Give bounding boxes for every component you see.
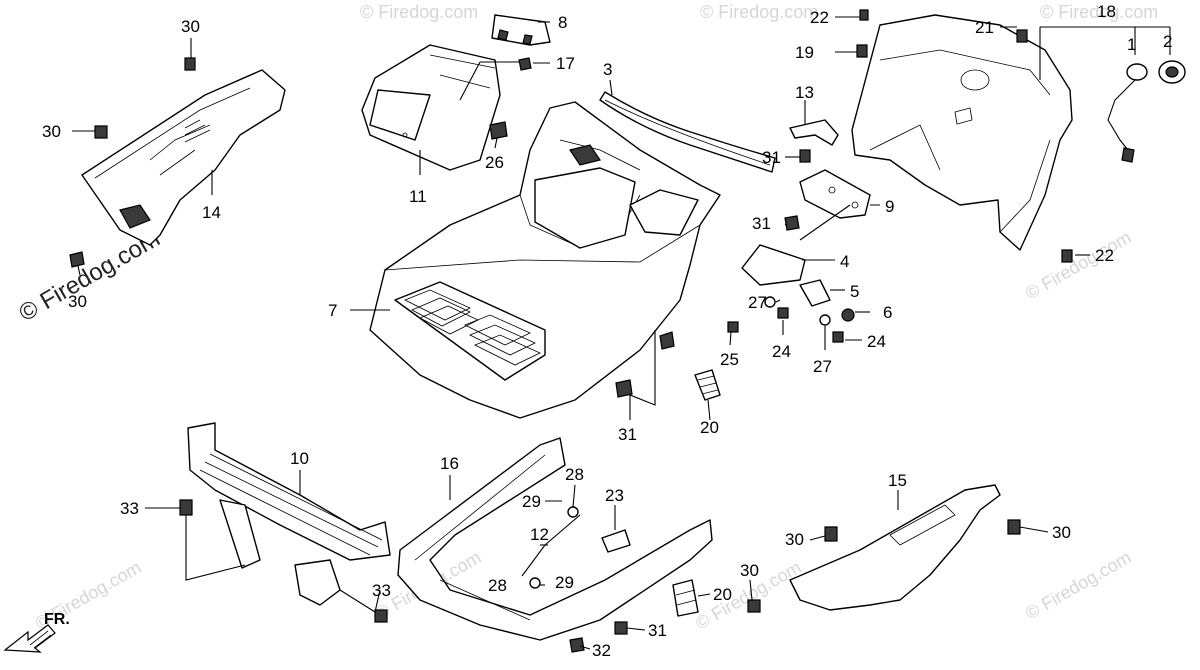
part-28-washer-a	[567, 506, 579, 518]
callout-3: 3	[603, 60, 612, 79]
callout-26: 26	[485, 153, 504, 172]
callout-17: 17	[556, 54, 575, 73]
part-14-side-cover	[81, 69, 286, 246]
callout-31: 31	[762, 148, 781, 167]
callout-33: 33	[120, 499, 139, 518]
callout-16: 16	[440, 454, 459, 473]
callout-30: 30	[42, 122, 61, 141]
callout-9: 9	[885, 197, 894, 216]
callout-30: 30	[785, 530, 804, 549]
callout-4: 4	[840, 252, 849, 271]
callout-24: 24	[867, 332, 886, 351]
fasteners	[69, 9, 1073, 653]
callouts: 30 30 14 30 11 8 17 26 3 7 13 31 31 9 4 …	[42, 2, 1172, 660]
callout-20: 20	[713, 585, 732, 604]
callout-32: 32	[592, 641, 611, 660]
part-10-frame	[187, 422, 391, 606]
part-5-clip	[799, 279, 831, 307]
part-20-damper-a	[694, 369, 721, 401]
callout-33: 33	[372, 581, 391, 600]
callout-28: 28	[488, 576, 507, 595]
callout-24: 24	[772, 342, 791, 361]
part-2-ring	[1158, 60, 1186, 84]
callout-23: 23	[605, 486, 624, 505]
callout-22: 22	[1095, 246, 1114, 265]
callout-19: 19	[795, 43, 814, 62]
fr-label: FR.	[44, 611, 70, 628]
part-6-nut	[841, 308, 855, 322]
watermark-faint: © Firedog.com	[700, 2, 818, 22]
callout-21: 21	[975, 18, 994, 37]
callout-30: 30	[1052, 523, 1071, 542]
callout-13: 13	[795, 83, 814, 102]
callout-28: 28	[565, 465, 584, 484]
part-3-strip	[599, 91, 776, 173]
callout-30: 30	[68, 292, 87, 311]
part-8-cover	[491, 14, 551, 46]
callout-25: 25	[720, 350, 739, 369]
part-1-socket	[1107, 63, 1148, 163]
callout-12: 12	[530, 525, 549, 544]
part-4-panel	[741, 244, 806, 286]
watermark-faint: © Firedog.com	[360, 2, 478, 22]
callout-15: 15	[888, 471, 907, 490]
callout-2: 2	[1163, 32, 1172, 51]
part-13-bracket	[789, 119, 839, 146]
callout-31: 31	[648, 621, 667, 640]
callout-7: 7	[328, 301, 337, 320]
watermark-faint: © Firedog.com	[1022, 227, 1134, 303]
callout-8: 8	[558, 13, 567, 32]
callout-5: 5	[850, 282, 859, 301]
part-20-damper-b	[672, 579, 699, 617]
part-17-grommet	[518, 57, 532, 71]
watermark-faint: © Firedog.com	[1040, 2, 1158, 22]
callout-27: 27	[748, 293, 767, 312]
front-cover-vents	[394, 281, 546, 381]
part-26-nut	[489, 121, 508, 140]
callout-27: 27	[813, 357, 832, 376]
callout-22: 22	[810, 8, 829, 27]
watermark-faint: © Firedog.com	[1022, 547, 1134, 623]
callout-20: 20	[700, 418, 719, 437]
part-15-lower-cover	[789, 484, 1001, 611]
part-16-rim	[397, 437, 713, 641]
callout-14: 14	[202, 203, 221, 222]
callout-29: 29	[555, 573, 574, 592]
part-23-clip	[601, 529, 631, 553]
part-28-washer-b	[529, 577, 541, 589]
callout-10: 10	[290, 449, 309, 468]
callout-31: 31	[752, 214, 771, 233]
leader-lines	[72, 16, 1171, 650]
front-direction-arrow: FR.	[3, 611, 70, 653]
callout-11: 11	[409, 187, 427, 206]
callout-30: 30	[181, 17, 200, 36]
callout-18: 18	[1097, 2, 1116, 21]
callout-31: 31	[618, 425, 637, 444]
callout-30: 30	[740, 561, 759, 580]
callout-6: 6	[883, 303, 892, 322]
part-9-bracket	[799, 169, 871, 219]
part-18-inner-cover	[851, 14, 1073, 251]
part-11-meter-cover	[361, 44, 501, 171]
part-7-front-cover	[369, 101, 721, 419]
callout-29: 29	[522, 492, 541, 511]
callout-1: 1	[1127, 35, 1136, 54]
